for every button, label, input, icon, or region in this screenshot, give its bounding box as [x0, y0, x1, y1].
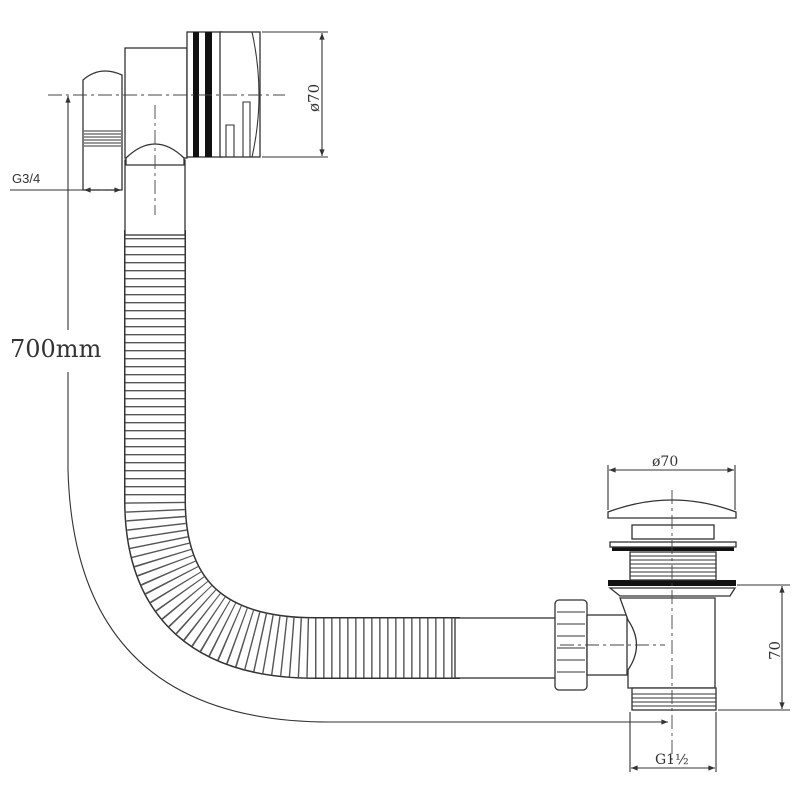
overflow-fitting [82, 31, 261, 191]
waste-height-label: 70 [766, 641, 784, 660]
overflow-diameter-label: ø70 [305, 84, 323, 112]
hose-lower-sleeve [454, 617, 558, 679]
hose-upper-sleeve [124, 159, 186, 236]
plug-diameter-label: ø70 [652, 454, 678, 470]
waste-connector [554, 587, 737, 711]
hose-length-label: 700mm [10, 335, 102, 363]
overflow-thread-label: G3/4 [12, 171, 40, 186]
waste-thread-label: G1½ [655, 752, 689, 768]
corrugated-hose [124, 230, 460, 680]
